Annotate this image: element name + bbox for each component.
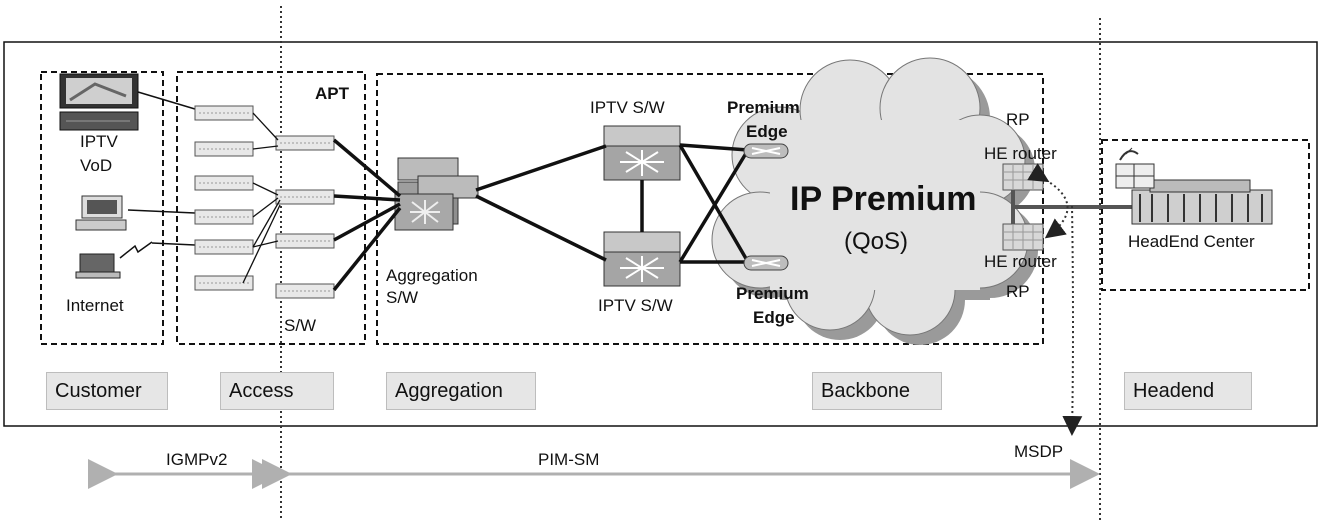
iptv-tv-icon	[59, 73, 139, 109]
outer-frame	[3, 41, 1318, 427]
iptv-label: IPTV	[80, 132, 118, 151]
he-router-bottom-label: HE router	[984, 252, 1057, 271]
iptv-sw-top-label: IPTV S/W	[590, 98, 665, 117]
premium-edge-bottom-label-1: Premium	[736, 284, 809, 303]
section-customer: Customer	[46, 372, 168, 410]
aggregation-label-line1: Aggregation	[386, 266, 478, 285]
pim-label: PIM-SM	[538, 450, 600, 469]
he-router-bottom	[1002, 223, 1044, 251]
aggregation-label-line2: S/W	[386, 288, 419, 307]
set-top-box-icon	[59, 111, 139, 131]
satellite-dish-icon	[1115, 147, 1155, 189]
vod-label: VoD	[80, 156, 113, 175]
apt-label: APT	[315, 84, 349, 103]
access-sw-label: S/W	[284, 316, 317, 335]
rp-bottom-label: RP	[1006, 282, 1030, 301]
igmp-label: IGMPv2	[166, 450, 228, 469]
msdp-label: MSDP	[1014, 442, 1064, 461]
iptv-switch-top	[603, 125, 681, 181]
premium-edge-top-label-1: Premium	[727, 98, 800, 117]
msdp-peering-arrow	[1027, 163, 1069, 239]
zone-customer	[40, 71, 164, 345]
zone-headend	[1101, 139, 1310, 291]
rp-top-label: RP	[1006, 110, 1030, 129]
internet-label: Internet	[66, 296, 124, 315]
access-switches	[194, 105, 254, 291]
desktop-pc-icon	[75, 195, 127, 231]
iptv-switch-bottom	[603, 231, 681, 287]
he-router-top	[1002, 163, 1044, 191]
section-access: Access	[220, 372, 334, 410]
he-router-top-label: HE router	[984, 144, 1057, 163]
section-backbone: Backbone	[812, 372, 942, 410]
premium-edge-bottom-label-2: Edge	[753, 308, 795, 327]
section-headend: Headend	[1124, 372, 1252, 410]
headend-center-label: HeadEnd Center	[1128, 232, 1255, 251]
aggregation-switch-stack	[394, 157, 479, 231]
section-aggregation: Aggregation	[386, 372, 536, 410]
premium-edge-router-top	[743, 143, 789, 159]
apt-switches	[275, 135, 335, 299]
cloud-title: IP Premium	[790, 180, 977, 218]
cloud-subtitle: (QoS)	[844, 228, 909, 255]
iptv-sw-bottom-label: IPTV S/W	[598, 296, 673, 315]
premium-edge-top-label-2: Edge	[746, 122, 788, 141]
headend-building-icon	[1131, 179, 1273, 225]
laptop-icon	[75, 253, 121, 279]
zone-access	[176, 71, 366, 345]
premium-edge-router-bottom	[743, 255, 789, 271]
